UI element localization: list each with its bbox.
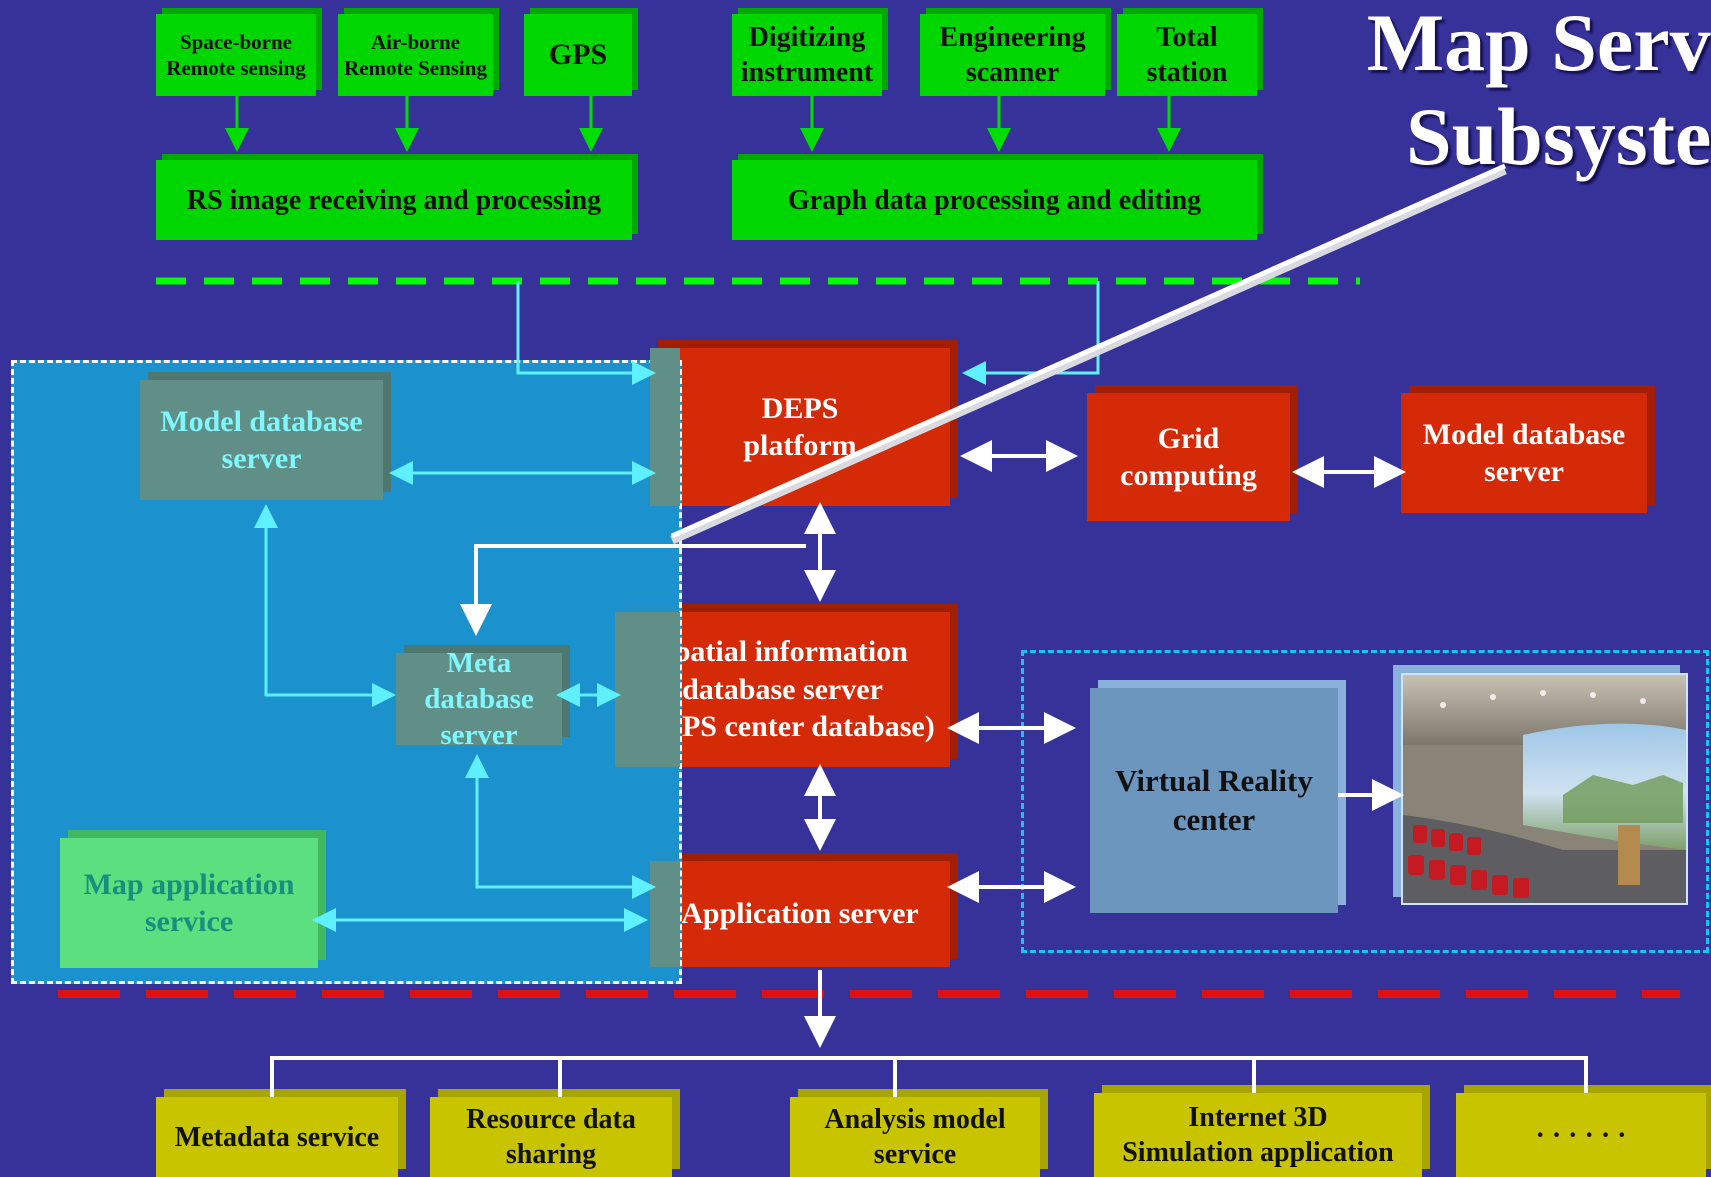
more-services-box: · · · · · · (1456, 1093, 1706, 1177)
vr-region (1021, 650, 1709, 953)
metadata-service-label: Metadata service (174, 1121, 380, 1153)
application-server-label: Application server (681, 897, 919, 931)
analysis-model-box: Analysis model service (790, 1097, 1040, 1177)
spatial-db-label-1: Spatial information (657, 635, 908, 669)
spaceborne-label-2: Remote sensing (166, 56, 306, 80)
analysis-model-label-1: Analysis model (824, 1104, 1006, 1135)
graph-processing-label: Graph data processing and editing (787, 184, 1202, 216)
deps-platform-box: DEPS platform (650, 348, 950, 506)
model-db-right-label-1: Model database (1422, 417, 1626, 451)
vr-center-box: Virtual Reality center (1090, 688, 1338, 913)
more-services-label: · · · · · · (1535, 1119, 1627, 1151)
digitizing-box: Digitizing instrument (732, 14, 882, 96)
meta-db-label-2: server (440, 719, 518, 752)
spatial-db-strip (615, 612, 680, 767)
scanner-box: Engineering scanner (920, 14, 1105, 96)
grid-computing-label: Grid computing (1120, 421, 1257, 493)
deps-platform-label-1: DEPS (761, 391, 839, 425)
title-pointer-line (670, 163, 1507, 545)
digitizing-label-2: instrument (740, 57, 874, 88)
rs-processing-label: RS image receiving and processing (186, 184, 602, 216)
resource-sharing-box: Resource data sharing (430, 1097, 672, 1177)
total-station-box: Total station (1117, 14, 1257, 96)
page-title: Map Serv Subsyste (1366, 0, 1711, 184)
grid-computing-box: Grid computing (1087, 393, 1290, 521)
title-line-1: Map Serv (1366, 0, 1711, 88)
spaceborne-label-1: Space-borne (180, 29, 292, 54)
airborne-box: Air-borne Remote Sensing (338, 14, 493, 96)
white-connectors (270, 440, 1588, 1097)
analysis-model-label-2: service (873, 1139, 957, 1170)
model-db-panel-label-2: server (221, 442, 302, 475)
total-station-label-2: station (1146, 57, 1228, 88)
map-application-label-1: Map application (83, 867, 295, 901)
vr-center-label-1: Virtual Reality (1115, 762, 1313, 798)
model-db-right-box: Model database server (1401, 393, 1647, 513)
cyan-connectors (254, 281, 1100, 932)
resource-sharing-label-2: sharing (505, 1139, 597, 1170)
airborne-label-2: Remote Sensing (344, 56, 487, 80)
metadata-service-box: Metadata service (156, 1097, 398, 1177)
vr-center-label-2: center (1172, 801, 1256, 837)
spaceborne-box: Space-borne Remote sensing (156, 14, 316, 96)
graph-processing-box: Graph data processing and editing (732, 160, 1257, 240)
gps-box: GPS (524, 14, 632, 96)
scanner-label-2: scanner (965, 57, 1060, 88)
total-station-label-1: Total (1156, 22, 1218, 53)
map-application-label-2: service (144, 905, 234, 938)
source-arrows (225, 96, 1181, 152)
vr-theatre-photo (1401, 673, 1688, 905)
internet-3d-label-2: Simulation application (1122, 1137, 1394, 1168)
model-db-panel-label-1: Model database (160, 404, 363, 438)
resource-sharing-label-1: Resource data (466, 1104, 636, 1135)
model-db-panel-box: Model database server (140, 380, 383, 500)
application-server-box: Application server (650, 861, 950, 967)
map-application-box: Map application service (60, 838, 318, 968)
meta-db-label-1: Meta database (424, 646, 534, 715)
airborne-label-1: Air-borne (370, 29, 461, 54)
title-line-2: Subsyste (1406, 91, 1711, 182)
model-db-right-label-2: server (1484, 455, 1564, 488)
rs-processing-box: RS image receiving and processing (156, 160, 632, 240)
deps-platform-label-2: platform (743, 429, 857, 462)
internet-3d-box: Internet 3D Simulation application (1094, 1093, 1422, 1177)
scanner-label-1: Engineering (939, 22, 1086, 53)
gps-label: GPS (548, 38, 608, 72)
spatial-db-label-2: database server (682, 672, 883, 706)
digitizing-label-1: Digitizing (748, 22, 866, 53)
meta-db-box: Meta database server (396, 647, 562, 751)
vr-theatre-illustration (1403, 675, 1686, 903)
internet-3d-label-1: Internet 3D (1188, 1102, 1328, 1133)
